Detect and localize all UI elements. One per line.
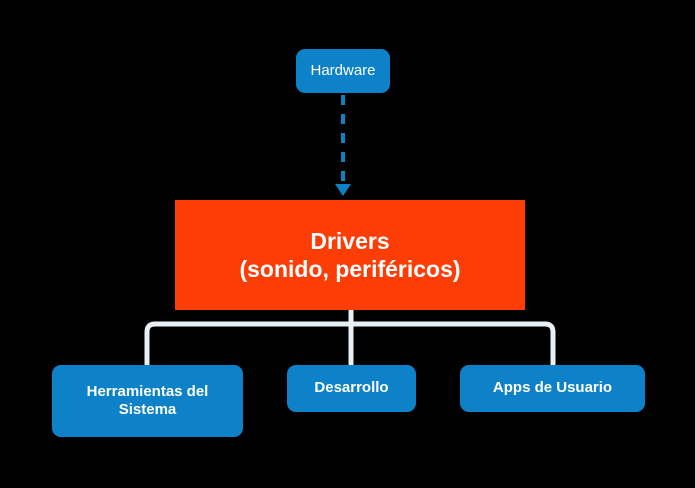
connector-branch-left bbox=[144, 321, 351, 365]
edge-drivers-to-children bbox=[144, 310, 556, 365]
node-desarrollo-label: Desarrollo bbox=[314, 379, 389, 397]
node-apps-de-usuario[interactable]: Apps de Usuario bbox=[460, 365, 645, 412]
node-apps-de-usuario-label: Apps de Usuario bbox=[492, 379, 613, 397]
arrowhead-down-icon bbox=[335, 184, 351, 196]
node-herramientas-del-sistema[interactable]: Herramientas del Sistema bbox=[52, 365, 243, 437]
node-hardware-label: Hardware bbox=[310, 61, 376, 79]
node-drivers[interactable]: Drivers (sonido, periféricos) bbox=[175, 200, 525, 310]
edge-hardware-to-drivers bbox=[335, 95, 351, 196]
node-herramientas-del-sistema-label: Herramientas del Sistema bbox=[86, 382, 209, 418]
node-drivers-label: Drivers (sonido, periféricos) bbox=[239, 227, 461, 282]
node-desarrollo[interactable]: Desarrollo bbox=[287, 365, 416, 412]
connector-branch-right bbox=[351, 321, 556, 365]
node-hardware[interactable]: Hardware bbox=[296, 49, 390, 93]
